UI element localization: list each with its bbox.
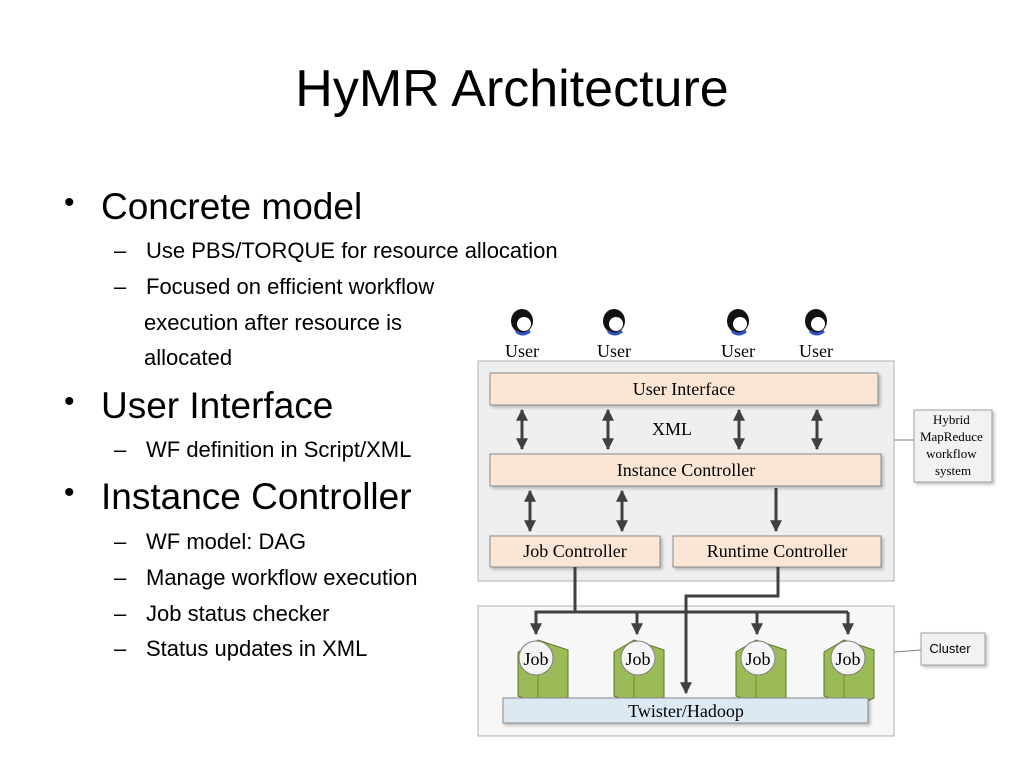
runtime-controller-label: Runtime Controller	[707, 541, 847, 561]
bullet-list: • Concrete model – Use PBS/TORQUE for re…	[64, 186, 558, 661]
user-label: User	[597, 341, 631, 361]
job-label: Job	[523, 649, 548, 669]
job-controller-box	[489, 535, 661, 568]
page-title: HyMR Architecture	[295, 60, 729, 118]
user-interface-box	[489, 372, 879, 406]
runtime-label: Twister/Hadoop	[628, 701, 744, 721]
user-label: User	[505, 341, 539, 361]
user-icon	[603, 309, 625, 336]
sub-bullet-text: WF definition in Script/XML	[146, 437, 412, 462]
bullet-dot: •	[64, 385, 75, 418]
server-icon	[823, 639, 875, 709]
bullet-text: Instance Controller	[101, 476, 412, 517]
hybrid-callout-box	[913, 409, 993, 483]
job-label: Job	[625, 649, 650, 669]
user-icon	[805, 309, 827, 336]
sub-bullet-text: Use PBS/TORQUE for resource allocation	[146, 238, 558, 263]
sub-bullet-continuation: allocated	[144, 345, 233, 370]
instance-controller-box	[489, 453, 882, 487]
server-icon	[517, 639, 569, 709]
sub-bullet-text: Status updates in XML	[146, 636, 368, 661]
job-label: Job	[835, 649, 860, 669]
hybrid-callout-text: Hybrid MapReduce workflow system	[920, 412, 986, 478]
cluster-callout-text: Cluster	[929, 641, 971, 656]
user-label: User	[721, 341, 755, 361]
user-icon	[727, 309, 749, 336]
bullet-text: User Interface	[101, 385, 334, 426]
user-interface-label: User Interface	[633, 379, 735, 399]
server-icon	[613, 639, 665, 709]
instance-controller-label: Instance Controller	[617, 460, 755, 480]
runtime-controller-box	[672, 535, 882, 568]
job-label: Job	[745, 649, 770, 669]
job-controller-label: Job Controller	[523, 541, 627, 561]
sub-bullet-continuation: execution after resource is	[144, 310, 403, 335]
sub-bullet-text: WF model: DAG	[146, 529, 307, 554]
user-icon	[511, 309, 533, 336]
runtime-dispatch-line	[680, 567, 780, 695]
user-label: User	[799, 341, 833, 361]
sub-bullet-text: Focused on efficient workflow	[146, 274, 435, 299]
bullet-dot: •	[64, 476, 75, 509]
cluster-callout-line	[893, 649, 922, 653]
xml-label: XML	[652, 419, 692, 439]
user-group: User User User User	[505, 309, 833, 361]
bullet-dot: •	[64, 186, 75, 219]
server-group: Job Job Job Job	[517, 639, 875, 709]
runtime-box	[502, 697, 869, 724]
server-icon	[735, 639, 787, 709]
bullet-text: Concrete model	[101, 186, 363, 227]
sub-bullet-text: Manage workflow execution	[146, 565, 418, 590]
cluster-callout-box	[920, 632, 986, 666]
sub-bullet-text: Job status checker	[146, 601, 330, 626]
